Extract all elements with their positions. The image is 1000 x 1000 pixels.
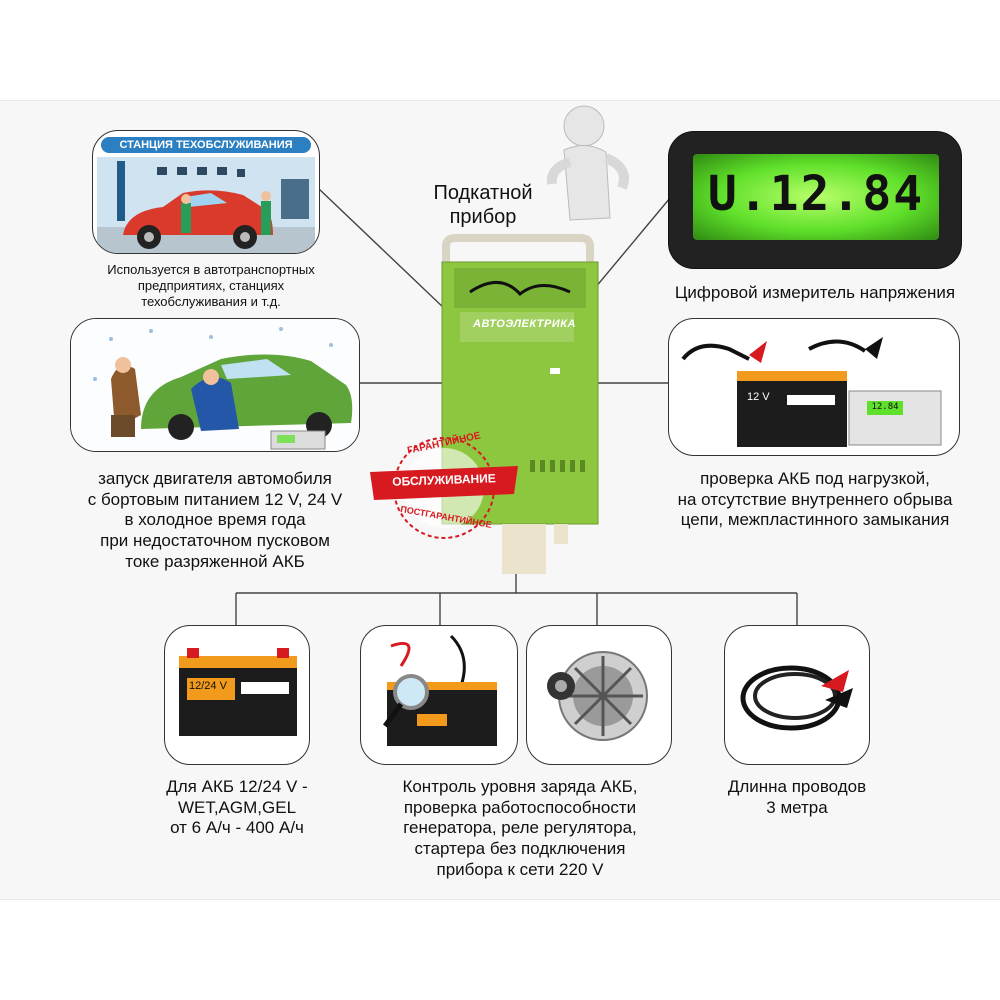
service-station-banner-text: СТАНЦИЯ ТЕХОБСЛУЖИВАНИЯ (119, 139, 293, 151)
service-station-illustration (97, 157, 315, 253)
battery-magnifier-icon (382, 634, 497, 746)
battery-caption-line: от 6 А/ч - 400 А/ч (170, 818, 304, 838)
load-meter-reading: 12.84 (871, 402, 899, 412)
battery-label: 12/24 V (189, 680, 227, 692)
cables-card (724, 625, 870, 765)
cold-caption-line: при недостаточном пусковом (100, 531, 330, 551)
charge-control-card (360, 625, 518, 765)
device-title-line1: Подкатной (433, 182, 533, 204)
charge-caption-line: проверка работоспособности (403, 797, 637, 817)
figure-mascot-icon (546, 105, 629, 221)
charge-caption-line: Контроль уровня заряда АКБ, (402, 777, 638, 796)
cold-caption-line: в холодное время года (124, 510, 306, 530)
service-station-caption: Используется в автотранспортных предприя… (80, 262, 342, 310)
charge-caption-line: прибора к сети 220 V (436, 859, 604, 879)
alternator-icon (547, 651, 648, 741)
load-battery-label: 12 V (747, 391, 770, 403)
load-test-illustration (681, 337, 942, 447)
cold-start-illustration (71, 319, 359, 451)
cold-caption-line: токе разряженной АКБ (125, 551, 305, 571)
battery-types-card: 12/24 V (164, 625, 310, 765)
cold-caption-line: с бортовым питанием 12 V, 24 V (87, 489, 343, 509)
service-station-card: СТАНЦИЯ ТЕХОБСЛУЖИВАНИЯ (92, 130, 320, 254)
battery-caption-line: WET,AGM,GEL (177, 797, 297, 817)
service-caption-line: предприятиях, станциях (137, 277, 285, 293)
battery-types-caption: Для АКБ 12/24 V - WET,AGM,GEL от 6 А/ч -… (140, 777, 334, 839)
cable-clamp-icon (740, 665, 853, 731)
lcd-reading: U.12.84 (707, 166, 925, 222)
service-caption-line: Используется в автотранспортных (107, 262, 315, 277)
warranty-stamp (370, 437, 518, 539)
battery-caption-line: Для АКБ 12/24 V - (166, 777, 308, 796)
cold-start-caption: запуск двигателя автомобиля с бортовым п… (60, 469, 370, 573)
device-brand-label: АВТОЭЛЕКТРИКА (473, 318, 576, 330)
cold-start-card (70, 318, 360, 452)
load-test-card: 12 V 12.84 (668, 318, 960, 456)
load-caption-line: на отсутствие внутреннего обрыва (677, 489, 953, 509)
charge-caption-line: стартера без подключения (414, 839, 626, 859)
battery-icon (179, 648, 297, 736)
load-caption-line: проверка АКБ под нагрузкой, (700, 469, 930, 488)
charge-caption-line: генератора, реле регулятора, (403, 818, 637, 838)
service-station-banner: СТАНЦИЯ ТЕХОБСЛУЖИВАНИЯ (101, 137, 311, 153)
cables-caption: Длинна проводов 3 метра (697, 777, 897, 818)
cables-caption-line: Длинна проводов (727, 777, 867, 796)
cold-caption-line: запуск двигателя автомобиля (98, 469, 332, 488)
device-title-line2: прибор (449, 206, 517, 228)
charge-control-caption: Контроль уровня заряда АКБ, проверка раб… (365, 777, 675, 881)
cables-caption-line: 3 метра (766, 797, 828, 817)
load-test-caption: проверка АКБ под нагрузкой, на отсутстви… (640, 469, 990, 531)
voltage-display-card: U.12.84 (668, 131, 962, 269)
device-title: Подкатной прибор (408, 181, 558, 229)
service-caption-line: техобслуживания и т.д. (141, 293, 281, 309)
voltage-display-caption: Цифровой измеритель напряжения (674, 283, 956, 302)
lcd-screen (693, 154, 939, 240)
generator-card (526, 625, 672, 765)
load-caption-line: цепи, межпластинного замыкания (680, 510, 950, 530)
